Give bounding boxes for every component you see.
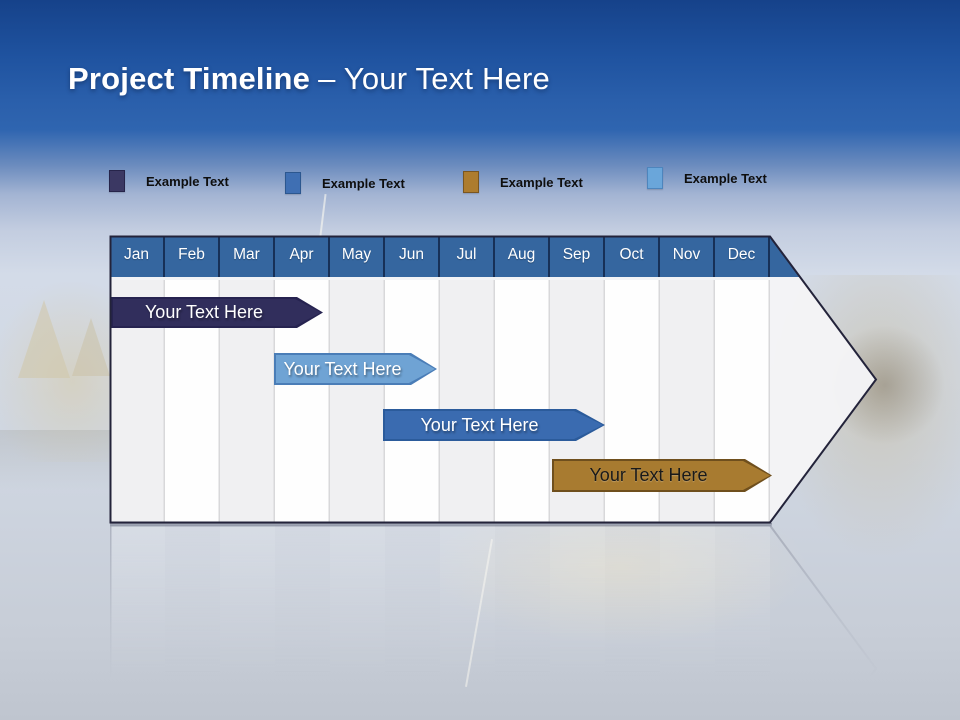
background-photo-mast xyxy=(319,194,327,236)
legend: Example Text Example Text Example Text E… xyxy=(0,165,960,196)
timeline-bar-1[interactable]: Your Text Here xyxy=(111,297,323,328)
month-cell-nov[interactable]: Nov xyxy=(660,236,715,277)
legend-label: Example Text xyxy=(684,170,767,186)
legend-item[interactable]: Example Text xyxy=(463,169,583,195)
month-header-row: Jan Feb Mar Apr May Jun Jul Aug Sep Oct … xyxy=(110,236,877,280)
slide-title[interactable]: Project Timeline– Your Text Here xyxy=(68,58,550,100)
legend-item[interactable]: Example Text xyxy=(285,170,405,196)
legend-label: Example Text xyxy=(146,173,229,189)
slide-title-bold: Project Timeline xyxy=(68,61,311,96)
month-cell-sep[interactable]: Sep xyxy=(550,236,605,277)
month-cell-mar[interactable]: Mar xyxy=(220,236,275,277)
table-bottom-shadow xyxy=(110,523,772,527)
legend-swatch xyxy=(285,172,301,194)
table-reflection-stripes xyxy=(110,525,877,695)
legend-label: Example Text xyxy=(322,175,405,191)
month-cell-jul[interactable]: Jul xyxy=(440,236,495,277)
month-cell-apr[interactable]: Apr xyxy=(275,236,330,277)
month-cell-may[interactable]: May xyxy=(330,236,385,277)
slide-title-subtitle: – Your Text Here xyxy=(318,61,550,96)
timeline-bar-label: Your Text Here xyxy=(589,465,708,485)
timeline-bar-3[interactable]: Your Text Here xyxy=(383,409,605,441)
legend-swatch xyxy=(463,171,479,193)
legend-swatch xyxy=(647,167,663,189)
timeline-bar-2[interactable]: Your Text Here xyxy=(274,353,437,385)
background-photo-mast xyxy=(464,538,494,688)
month-cell-oct[interactable]: Oct xyxy=(605,236,660,277)
month-cell-jan[interactable]: Jan xyxy=(110,236,165,277)
legend-item[interactable]: Example Text xyxy=(647,165,767,191)
background-photo-boat-reflection xyxy=(430,525,810,645)
month-cell-dec[interactable]: Dec xyxy=(715,236,770,277)
legend-swatch xyxy=(109,170,125,192)
month-cell-aug[interactable]: Aug xyxy=(495,236,550,277)
legend-item[interactable]: Example Text xyxy=(109,168,229,194)
timeline-bar-label: Your Text Here xyxy=(144,302,264,322)
background-photo-hut-icon xyxy=(18,300,70,378)
legend-label: Example Text xyxy=(500,174,583,190)
month-cell-jun[interactable]: Jun xyxy=(385,236,440,277)
month-cell-feb[interactable]: Feb xyxy=(165,236,220,277)
timeline-bar-label: Your Text Here xyxy=(283,358,402,379)
timeline-bar-label: Your Text Here xyxy=(420,414,539,435)
background-photo-hut-icon xyxy=(72,318,110,376)
table-reflection-outline xyxy=(109,524,878,720)
table-reflection xyxy=(109,524,878,720)
timeline-bar-4[interactable]: Your Text Here xyxy=(552,459,772,492)
